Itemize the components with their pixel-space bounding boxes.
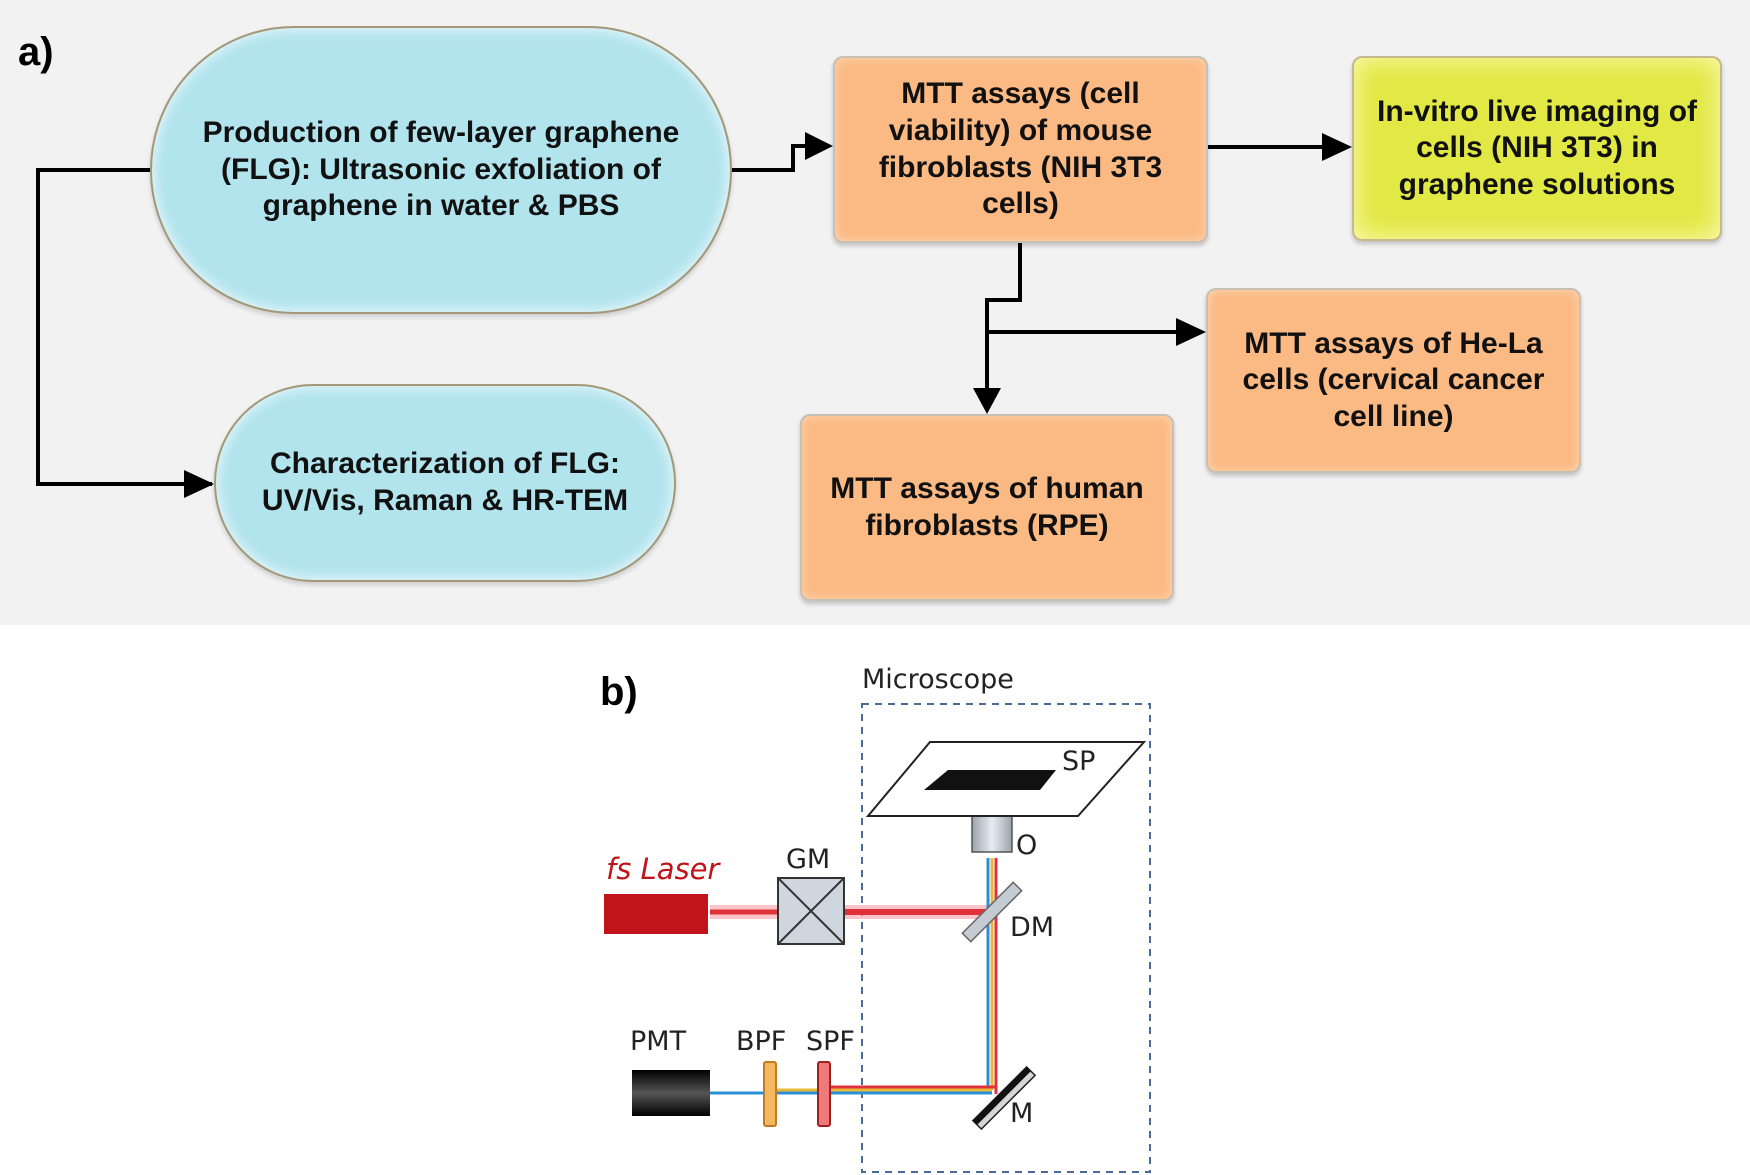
microscope-title: Microscope [862, 664, 1014, 695]
connector-production-to-characterization [36, 168, 212, 486]
connector-mtt-to-branch [985, 243, 1022, 392]
node-production-flg: Production of few-layer graphene (FLG): … [150, 26, 732, 314]
arrowhead-hela [1176, 318, 1206, 346]
mirror-label: M [1010, 1098, 1034, 1129]
pmt-body [632, 1070, 710, 1116]
node-mtt-human-fibroblasts: MTT assays of human fibroblasts (RPE) [800, 414, 1174, 601]
node-live-imaging: In-vitro live imaging of cells (NIH 3T3)… [1352, 56, 1722, 241]
mirror-m [971, 1065, 1037, 1131]
spf-label: SPF [806, 1026, 855, 1057]
dichroic-label: DM [1010, 912, 1055, 943]
node-mtt-hela: MTT assays of He-La cells (cervical canc… [1206, 288, 1581, 473]
pmt-label: PMT [630, 1026, 687, 1057]
galvo-label: GM [786, 844, 831, 875]
arrowhead-mtt-mouse [805, 132, 833, 160]
microscope-boundary [861, 703, 1151, 1173]
dichroic-mirror [961, 881, 1023, 943]
node-characterization-flg: Characterization of FLG: UV/Vis, Raman &… [214, 384, 676, 582]
arrowhead-live-imaging [1322, 133, 1352, 161]
fs-laser-label: fs Laser [606, 852, 720, 886]
panel-b-label: b) [600, 670, 638, 714]
sample-plane-label: SP [1062, 746, 1096, 777]
bpf-label: BPF [736, 1026, 787, 1057]
flowchart-connectors [36, 132, 1352, 498]
arrowhead-mtt-human [973, 388, 1001, 414]
spf-filter [817, 1061, 831, 1127]
bpf-filter [763, 1061, 777, 1127]
objective-label: O [1016, 830, 1038, 861]
node-mtt-mouse-fibroblasts: MTT assays (cell viability) of mouse fib… [833, 56, 1208, 243]
arrowhead-characterization [184, 470, 214, 498]
panel-a-label: a) [18, 30, 54, 74]
fs-laser-body [604, 894, 708, 934]
sample-strip [924, 770, 1056, 790]
panel-a-flowchart: a) Production of few-layer graphene (FLG… [0, 0, 1750, 625]
